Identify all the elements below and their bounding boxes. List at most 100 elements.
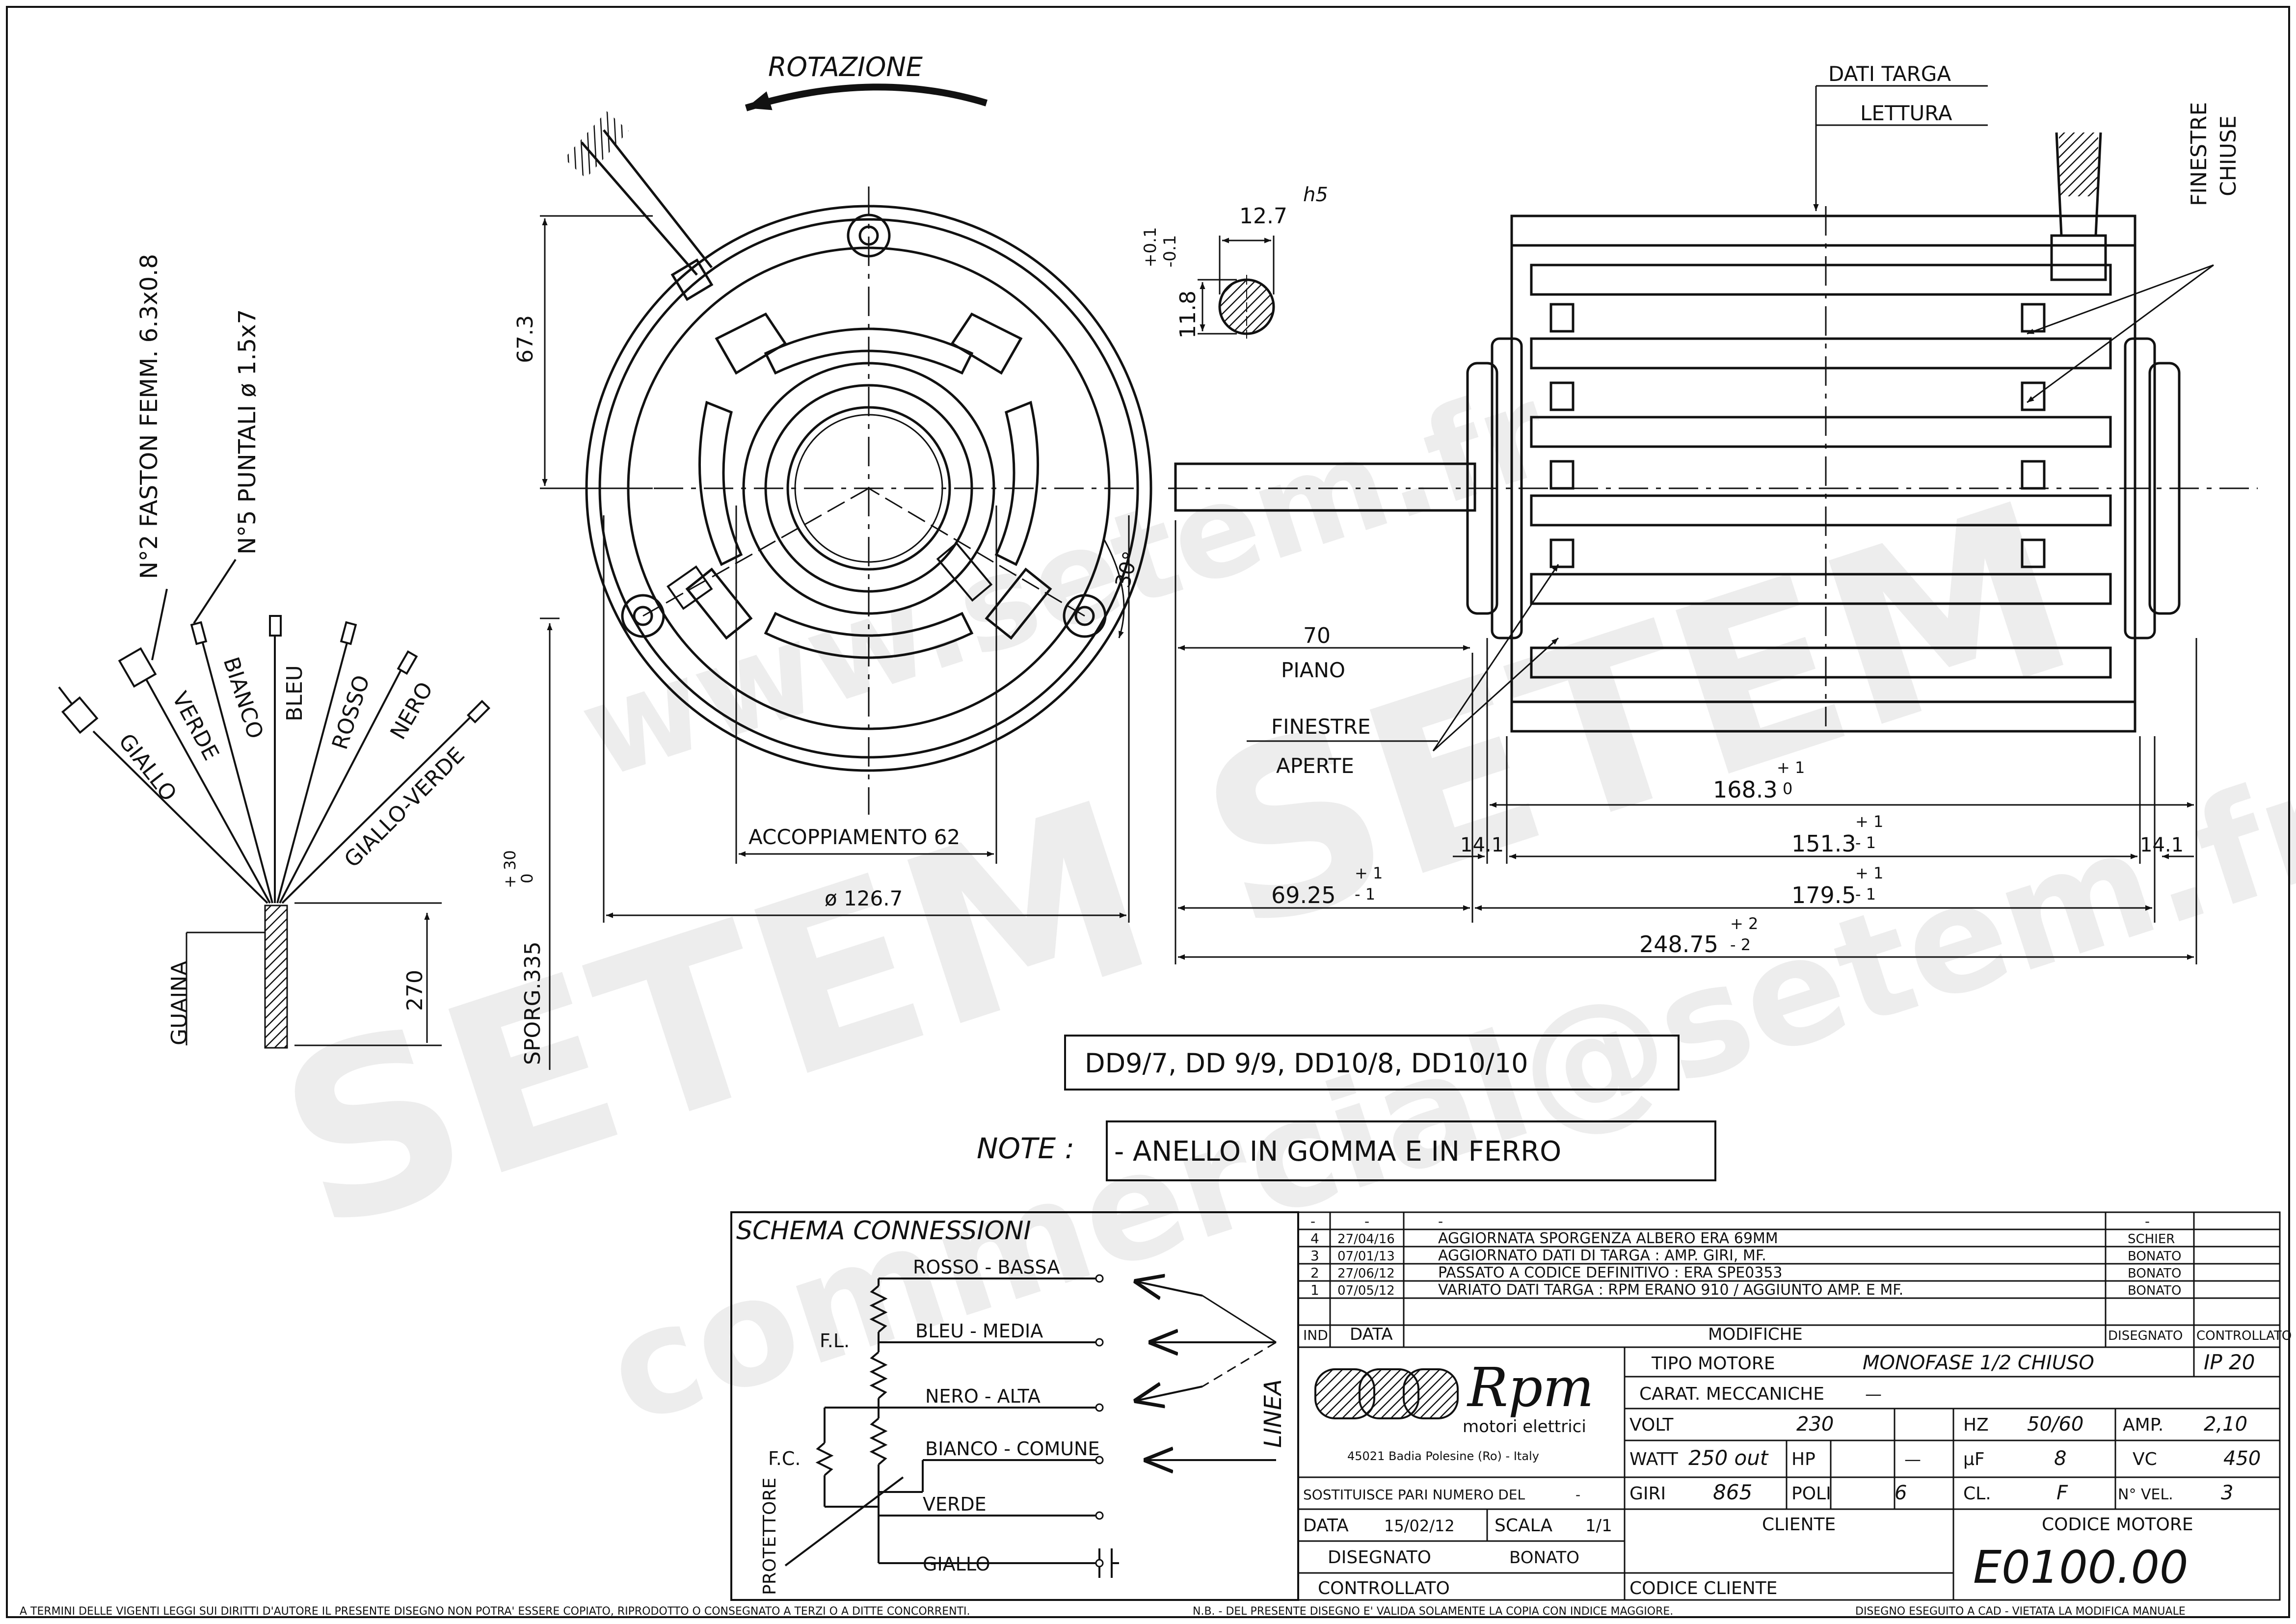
lead-tips-label: N°5 PUNTALI ø 1.5x7 xyxy=(234,309,261,555)
open-windows-label-1: FINESTRE xyxy=(1271,715,1371,739)
closed-windows-label-2: CHIUSE xyxy=(2216,115,2241,196)
rev-header-drawn: DISEGNATO xyxy=(2108,1329,2183,1343)
lead-protrusion: SPORG.335 xyxy=(520,941,545,1065)
dim-248-75-tol-lower: - 2 xyxy=(1730,935,1751,954)
rev-3-desc: PASSATO A CODICE DEFINITIVO : ERA SPE035… xyxy=(1438,1264,1783,1281)
open-windows-label-2: APERTE xyxy=(1276,754,1354,778)
tb-subst-label: SOSTITUISCE PARI NUMERO DEL xyxy=(1303,1487,1525,1503)
tb-codice-cliente-label: CODICE CLIENTE xyxy=(1629,1578,1777,1598)
rev-2-ind: 3 xyxy=(1310,1248,1319,1264)
notes-label: NOTE : xyxy=(977,1132,1074,1165)
schema-node-5 xyxy=(1095,1511,1104,1520)
wire-giallo: GIALLO xyxy=(113,729,181,806)
shaft-flat-tol-lower: -0.1 xyxy=(1160,235,1180,267)
title-block-grid xyxy=(1297,1346,2281,1601)
schema-node-6 xyxy=(1095,1559,1104,1568)
schema-rosso: ROSSO - BASSA xyxy=(913,1256,1060,1278)
rev-3-data: 27/06/12 xyxy=(1337,1266,1395,1281)
tb-nvel: 3 xyxy=(2221,1482,2233,1504)
company-logo-text: Rpm xyxy=(1467,1356,1594,1419)
rev-header-data: DATA xyxy=(1350,1325,1393,1344)
rev-0-data: - xyxy=(1364,1213,1369,1229)
dim-179-5: 179.5 xyxy=(1791,882,1856,908)
tb-nvel-label: N° VEL. xyxy=(2118,1486,2173,1503)
lead-length: 270 xyxy=(402,970,427,1011)
rev-0-desc: - xyxy=(1438,1213,1443,1229)
dim-coupling: ACCOPPIAMENTO 62 xyxy=(748,825,960,849)
schema-verde: VERDE xyxy=(923,1493,987,1515)
shaft-tol-class: h5 xyxy=(1303,184,1328,206)
tb-disegnato: BONATO xyxy=(1509,1548,1579,1568)
company-address: 45021 Badia Polesine (Ro) - Italy xyxy=(1347,1449,1539,1463)
dim-248-75-tol-upper: + 2 xyxy=(1730,914,1758,933)
wire-giallo-verde: GIALLO-VERDE xyxy=(340,743,470,873)
tb-vc-label: VC xyxy=(2133,1449,2157,1469)
wire-nero: NERO xyxy=(385,678,438,744)
rev-0-ind: - xyxy=(1310,1213,1315,1229)
schema-node-2 xyxy=(1095,1338,1104,1347)
rev-1-data: 27/04/16 xyxy=(1337,1232,1395,1247)
schema-bleu: BLEU - MEDIA xyxy=(915,1320,1043,1342)
lead-faston-label: N°2 FASTON FEMM. 6.3x0.8 xyxy=(135,254,163,579)
tb-scala-label: SCALA xyxy=(1495,1516,1552,1536)
dim-14-1-right: 14.1 xyxy=(2140,834,2184,856)
schema-node-4 xyxy=(1095,1456,1104,1464)
tb-amp: 2,10 xyxy=(2204,1413,2247,1436)
rev-1-by: SCHIER xyxy=(2128,1232,2175,1247)
rev-1-desc: AGGIORNATA SPORGENZA ALBERO ERA 69MM xyxy=(1438,1230,1778,1247)
tb-hp-label: HP xyxy=(1791,1449,1815,1469)
tb-poli-label: POLI xyxy=(1791,1484,1831,1504)
rev-3-ind: 2 xyxy=(1310,1265,1319,1281)
lead-sheath xyxy=(264,905,288,1049)
schema-giallo: GIALLO xyxy=(923,1553,990,1575)
rev-header-checked: CONTROLLATO xyxy=(2196,1329,2292,1343)
notes-box xyxy=(1106,1120,1716,1181)
dim-69-25: 69.25 xyxy=(1271,882,1336,908)
tb-hz-label: HZ xyxy=(1963,1415,1989,1435)
tb-hz: 50/60 xyxy=(2027,1413,2083,1436)
wire-verde: VERDE xyxy=(167,688,224,765)
footer-left: A TERMINI DELLE VIGENTI LEGGI SUI DIRITT… xyxy=(20,1605,970,1618)
tb-volt: 230 xyxy=(1796,1413,1834,1436)
rev-3-by: BONATO xyxy=(2128,1266,2181,1281)
rev-2-by: BONATO xyxy=(2128,1249,2181,1264)
rev-4-data: 07/05/12 xyxy=(1337,1283,1395,1298)
rotation-label: ROTAZIONE xyxy=(768,52,923,82)
reading-label: LETTURA xyxy=(1860,101,1952,125)
rev-4-by: BONATO xyxy=(2128,1283,2181,1298)
closed-windows-label-1: FINESTRE xyxy=(2187,102,2212,206)
tb-giri-label: GIRI xyxy=(1629,1484,1666,1504)
dim-14-1-left: 14.1 xyxy=(1460,834,1504,856)
tb-vc: 450 xyxy=(2223,1447,2261,1470)
lead-protrusion-tol-lower: 0 xyxy=(518,874,536,883)
shaft-flat-tol-upper: +0.1 xyxy=(1141,227,1160,267)
dim-diameter: ø 126.7 xyxy=(825,886,903,910)
rev-1-ind: 4 xyxy=(1310,1230,1319,1247)
models-text: DD9/7, DD 9/9, DD10/8, DD10/10 xyxy=(1085,1048,1528,1079)
side-dimensions xyxy=(1175,520,2197,964)
tb-watt-label: WATT xyxy=(1629,1449,1679,1469)
dim-179-5-tol-upper: + 1 xyxy=(1855,864,1883,882)
schema-protector: PROTETTORE xyxy=(760,1478,780,1595)
wire-rosso: ROSSO xyxy=(327,672,375,753)
front-shaft-flat-2 xyxy=(667,565,713,610)
tb-mech-label: CARAT. MECCANICHE xyxy=(1639,1384,1824,1404)
dim-151-3-tol-upper: + 1 xyxy=(1855,812,1883,831)
tb-giri: 865 xyxy=(1713,1480,1752,1504)
rev-0-by: - xyxy=(2145,1213,2150,1229)
rev-2-desc: AGGIORNATO DATI DI TARGA : AMP. GIRI, MF… xyxy=(1438,1247,1766,1264)
tb-scala: 1/1 xyxy=(1585,1516,1612,1536)
front-cable-hatch xyxy=(564,111,629,179)
dim-248-75: 248.75 xyxy=(1639,931,1718,958)
dim-168-3: 168.3 xyxy=(1713,776,1778,803)
schema-node-3 xyxy=(1095,1403,1104,1412)
footer-right: DISEGNO ESEGUITO A CAD - VIETATA LA MODI… xyxy=(1855,1605,2186,1618)
nameplate-label: DATI TARGA xyxy=(1828,62,1951,86)
tb-cl: F xyxy=(2056,1482,2068,1504)
dim-69-25-tol-lower: - 1 xyxy=(1355,885,1375,904)
shaft-section xyxy=(1198,236,1275,339)
front-dimensions xyxy=(540,215,1130,923)
tb-uf-label: μF xyxy=(1963,1449,1985,1469)
rotation-arrow xyxy=(745,83,988,111)
